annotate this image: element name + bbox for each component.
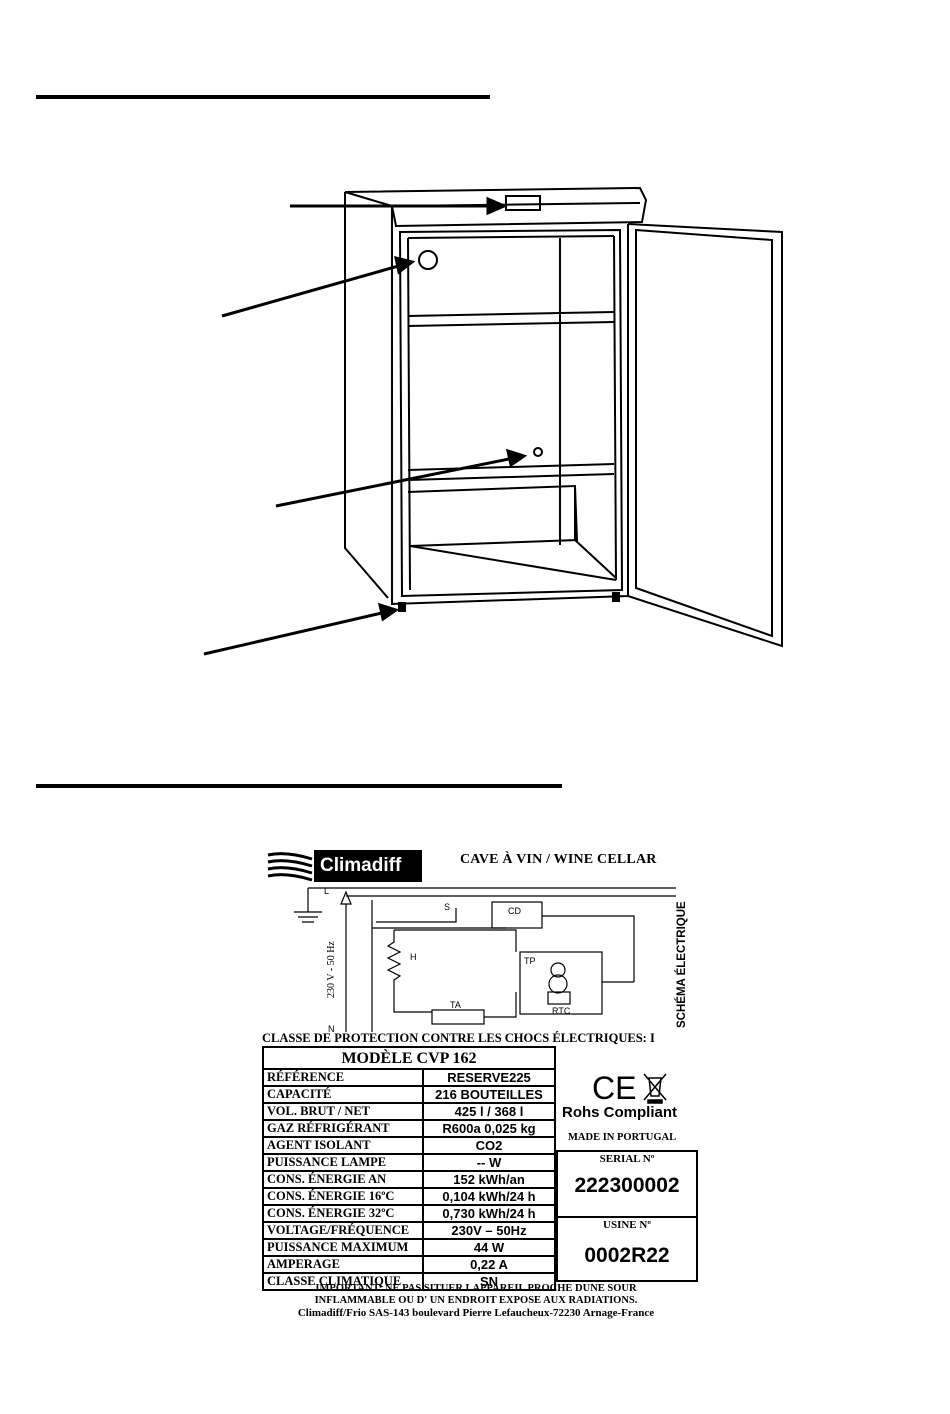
weee-bin-icon [643,1073,667,1104]
spec-label: AMPERAGE [262,1255,424,1274]
spec-value: 0,22 A [422,1255,556,1274]
important-line-1: IMPORTANT: NE PAS SITUER LAPPAREIL PROCH… [315,1283,637,1294]
rating-plate: Climadiff CAVE À VIN / WINE CELLAR SCHÉM… [246,840,706,1330]
wine-cellar-illustration [203,186,783,656]
serial-box: SERIAL Nº 222300002 [556,1150,698,1218]
serial-value: 222300002 [574,1174,680,1197]
spec-value: 44 W [422,1238,556,1257]
spec-label: GAZ RÉFRIGÉRANT [262,1119,424,1138]
diagram-label-switch: S [444,902,450,912]
spec-label: CAPACITÉ [262,1085,424,1104]
spec-value: 152 kWh/an [422,1170,556,1189]
spec-label: VOLTAGE/FRÉQUENCE [262,1221,424,1240]
spec-value: SN [422,1272,556,1291]
middle-rule [36,784,562,788]
spec-value: -- W [422,1153,556,1172]
model-name: MODÈLE CVP 162 [262,1046,556,1070]
diagram-label-rtc: RTC [552,1006,571,1016]
ce-mark: CE [592,1070,637,1106]
diagram-label-neutral: N [328,1024,335,1032]
spec-label: CONS. ÉNERGIE AN [262,1170,424,1189]
top-rule [36,95,490,99]
spec-value: RESERVE225 [422,1068,556,1087]
protection-class: CLASSE DE PROTECTION CONTRE LES CHOCS ÉL… [262,1031,655,1045]
usine-value: 0002R22 [584,1244,670,1267]
spec-label: CONS. ÉNERGIE 16ºC [262,1187,424,1206]
spec-row: PUISSANCE LAMPE-- W [262,1153,556,1172]
diagram-label-ta: TA [450,1000,461,1010]
usine-label: USINE Nº [603,1219,651,1231]
brand-logo: Climadiff [266,850,422,882]
serial-label: SERIAL Nº [599,1153,655,1165]
product-title: CAVE À VIN / WINE CELLAR [460,852,657,867]
schema-title: SCHÉMA ÉLECTRIQUE [676,901,688,1028]
spec-value: 425 l / 368 l [422,1102,556,1121]
model-row: MODÈLE CVP 162 [262,1046,556,1070]
spec-label: PUISSANCE LAMPE [262,1153,424,1172]
spec-value: CO2 [422,1136,556,1155]
spec-label: AGENT ISOLANT [262,1136,424,1155]
spec-value: 216 BOUTEILLES [422,1085,556,1104]
diagram-label-h: H [410,952,417,962]
spec-label: VOL. BRUT / NET [262,1102,424,1121]
wiring-diagram: L N S CD TP RTC TA H [294,886,676,1032]
manufacturer-address: Climadiff/Frio SAS-143 boulevard Pierre … [297,1307,655,1319]
spec-label: CLASSE CLIMATIQUE [262,1272,424,1291]
brand-waves-icon [267,852,313,882]
made-in: MADE IN PORTUGAL [568,1132,677,1143]
brand-name: Climadiff [314,850,422,882]
spec-label: RÉFÉRENCE [262,1068,424,1087]
usine-box: USINE Nº 0002R22 [556,1216,698,1282]
spec-label: CONS. ÉNERGIE 32ºC [262,1204,424,1223]
important-line-2: INFLAMMABLE OU D' UN ENDROIT EXPOSE AUX … [314,1295,638,1306]
spec-value: 0,730 kWh/24 h [422,1204,556,1223]
spec-label: PUISSANCE MAXIMUM [262,1238,424,1257]
diagram-label-line: L [324,886,329,896]
spec-value: R600a 0,025 kg [422,1119,556,1138]
diagram-label-tp: TP [524,956,536,966]
spec-value: 230V – 50Hz [422,1221,556,1240]
diagram-label-controller: CD [508,906,521,916]
spec-value: 0,104 kWh/24 h [422,1187,556,1206]
rohs-compliant: Rohs Compliant [562,1104,677,1121]
